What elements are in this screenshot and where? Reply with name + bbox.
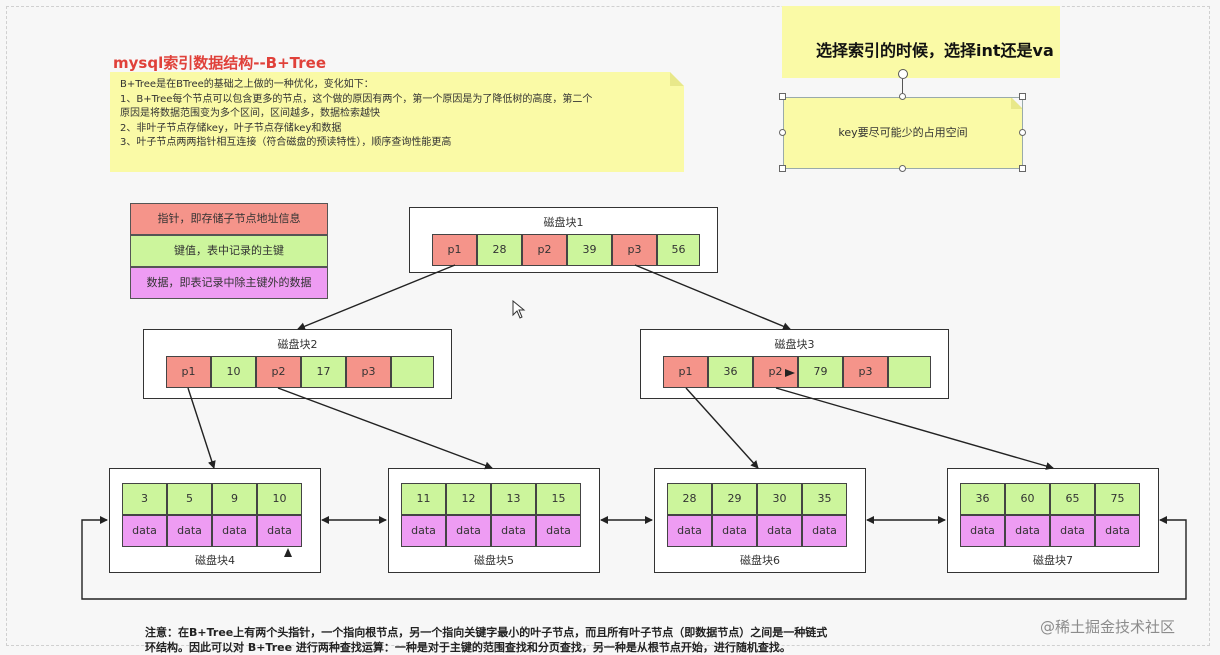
resize-handle-left[interactable] <box>779 129 786 136</box>
pointer-cell: p3 <box>612 234 657 266</box>
note-line: 原因是将数据范围变为多个区间，区间越多，数据检索越快 <box>120 108 380 119</box>
key-cell: 15 <box>536 483 581 515</box>
cell-cursor-marker <box>785 369 795 377</box>
footer-line: 注意：在B+Tree上有两个头指针，一个指向根节点，另一个指向关键字最小的叶子节… <box>145 626 828 639</box>
legend-key: 键值，表中记录的主键 <box>130 235 328 267</box>
note-fold <box>1011 97 1023 109</box>
selected-sticky-note[interactable]: key要尽可能少的占用空间 <box>783 97 1023 169</box>
key-cell: 29 <box>712 483 757 515</box>
legend-data: 数据，即表记录中除主键外的数据 <box>130 267 328 299</box>
key-cell: 5 <box>167 483 212 515</box>
block-label: 磁盘块1 <box>543 216 584 229</box>
block-label: 磁盘块2 <box>277 338 318 351</box>
explanation-note[interactable]: B+Tree是在BTree的基础之上做的一种优化，变化如下： 1、B+Tree每… <box>110 72 684 172</box>
key-cell: 10 <box>211 356 256 388</box>
pointer-arrow <box>685 387 759 469</box>
key-cell: 56 <box>657 234 700 266</box>
resize-handle-right[interactable] <box>1019 129 1026 136</box>
block-label: 磁盘块6 <box>740 554 780 567</box>
circular-link-arrow <box>81 516 1187 600</box>
footer-line: 环结构。因此可以对 B+Tree 进行两种查找运算：一种是对于主键的范围查找和分… <box>145 641 791 654</box>
note-fold <box>670 72 684 86</box>
footer-note: 注意：在B+Tree上有两个头指针，一个指向根节点，另一个指向关键字最小的叶子节… <box>145 625 885 655</box>
resize-handle-bottom[interactable] <box>899 165 906 172</box>
mouse-cursor-icon <box>512 300 526 319</box>
resize-handle-top-right[interactable] <box>1019 93 1026 100</box>
pointer-cell: p1 <box>166 356 211 388</box>
pointer-arrow <box>775 387 1054 470</box>
key-cell: 35 <box>802 483 847 515</box>
key-cell: 60 <box>1005 483 1050 515</box>
key-cell: 10 <box>257 483 302 515</box>
pointer-arrow <box>277 387 493 470</box>
pointer-arrow <box>187 387 216 469</box>
key-cell: 36 <box>708 356 753 388</box>
resize-handle-top-left[interactable] <box>779 93 786 100</box>
block-label: 磁盘块4 <box>195 554 235 567</box>
key-cell: 3 <box>122 483 167 515</box>
note-line: 3、叶子节点两两指针相互连接（符合磁盘的预读特性），顺序查询性能更高 <box>120 137 452 148</box>
block-label: 磁盘块3 <box>774 338 815 351</box>
key-cell: 65 <box>1050 483 1095 515</box>
key-cell: 28 <box>477 234 522 266</box>
key-cell: 36 <box>960 483 1005 515</box>
pointer-cell: p3 <box>346 356 391 388</box>
note-line: B+Tree是在BTree的基础之上做的一种优化，变化如下： <box>120 79 374 90</box>
resize-handle-bottom-left[interactable] <box>779 165 786 172</box>
legend-pointer: 指针，即存储子节点地址信息 <box>130 203 328 235</box>
key-cell: 9 <box>212 483 257 515</box>
diagram-title: mysql索引数据结构--B+Tree <box>113 54 326 72</box>
pointer-cell: p2 <box>256 356 301 388</box>
key-cell: 17 <box>301 356 346 388</box>
block-label: 磁盘块7 <box>1033 554 1073 567</box>
pointer-cell: p3 <box>843 356 888 388</box>
pointer-cell: p2 <box>522 234 567 266</box>
selected-note-text: key要尽可能少的占用空间 <box>838 126 968 139</box>
pointer-arrow <box>634 264 791 331</box>
key-cell: 75 <box>1095 483 1140 515</box>
key-cell: 28 <box>667 483 712 515</box>
pointer-arrow <box>297 264 456 331</box>
key-cell <box>888 356 931 388</box>
pointer-cell: p1 <box>663 356 708 388</box>
key-cell: 11 <box>401 483 446 515</box>
resize-handle-top[interactable] <box>899 93 906 100</box>
key-cell <box>391 356 434 388</box>
resize-handle-bottom-right[interactable] <box>1019 165 1026 172</box>
key-cell: 12 <box>446 483 491 515</box>
rotation-handle[interactable] <box>898 69 908 79</box>
side-banner-note[interactable]: 选择索引的时候，选择int还是va <box>782 6 1060 78</box>
canvas-border <box>6 6 1210 646</box>
key-cell: 39 <box>567 234 612 266</box>
note-line: 1、B+Tree每个节点可以包含更多的节点，这个做的原因有两个，第一个原因是为了… <box>120 93 593 105</box>
note-line: 2、非叶子节点存储key，叶子节点存储key和数据 <box>120 122 342 134</box>
watermark: @稀土掘金技术社区 <box>1040 618 1176 636</box>
rotation-handle-stem <box>902 79 903 97</box>
key-cell: 79 <box>798 356 843 388</box>
cell-cursor-marker <box>284 548 292 557</box>
block-label: 磁盘块5 <box>474 554 514 567</box>
key-cell: 30 <box>757 483 802 515</box>
key-cell: 13 <box>491 483 536 515</box>
pointer-cell: p2 <box>753 356 798 388</box>
